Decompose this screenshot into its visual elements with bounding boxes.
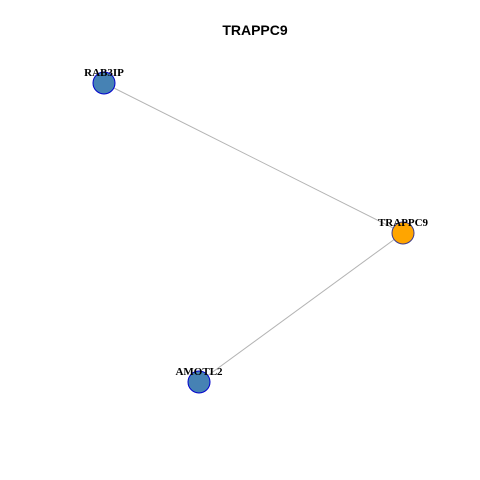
node-trappc9: TRAPPC9 — [378, 217, 429, 245]
node-label-rab3ip: RAB3IP — [84, 67, 124, 79]
graph-title: TRAPPC9 — [222, 22, 288, 38]
edge-rab3ip-trappc9 — [103, 82, 404, 234]
node-circle-rab3ip — [92, 71, 116, 95]
node-rab3ip: RAB3IP — [84, 67, 124, 95]
node-circle-trappc9 — [391, 221, 415, 245]
node-label-amotl2: AMOTL2 — [175, 366, 223, 378]
edge-layer — [103, 82, 404, 383]
node-circle-amotl2 — [187, 370, 211, 394]
edge-amotl2-trappc9 — [198, 232, 404, 383]
node-label-trappc9: TRAPPC9 — [378, 217, 429, 229]
node-amotl2: AMOTL2 — [175, 366, 223, 394]
